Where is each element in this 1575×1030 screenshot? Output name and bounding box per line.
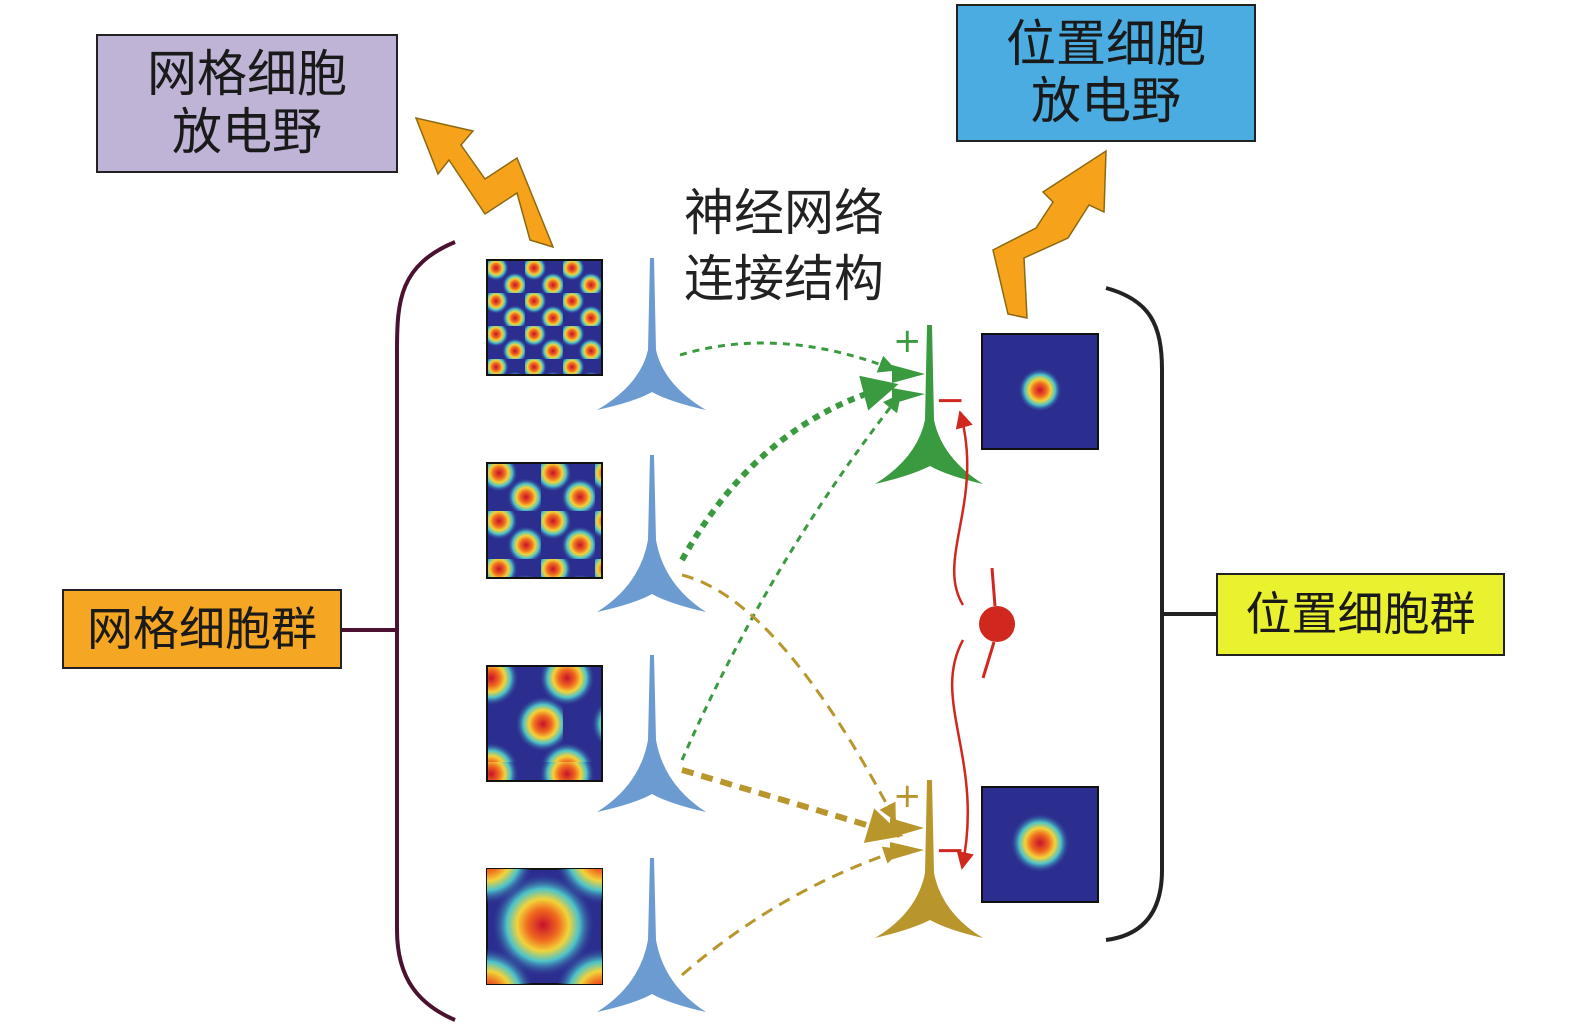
grid-cell-population-label: 网格细胞群 <box>62 589 342 669</box>
grid-neurons <box>597 258 706 1012</box>
grid-field-arrow <box>414 116 555 249</box>
green-connections <box>679 341 902 761</box>
place-population-bracket <box>1105 286 1164 942</box>
top-plus-sign: + <box>893 321 922 361</box>
place-map-top <box>981 333 1099 450</box>
place-neuron-top <box>875 325 983 484</box>
place-population-text: 位置细胞群 <box>1245 587 1476 642</box>
grid-population-bracket <box>395 240 456 1022</box>
green-connection-1 <box>679 341 897 373</box>
inhibition-to-bottom <box>950 639 974 870</box>
place-field-line2: 放电野 <box>1031 72 1181 130</box>
place-neuron-bottom <box>875 780 983 938</box>
grid-neuron-3 <box>597 655 706 812</box>
place-map-bottom <box>981 786 1099 903</box>
grid-map-1 <box>486 259 603 376</box>
grid-map-3 <box>486 665 603 782</box>
gold-connection-3 <box>681 846 902 977</box>
bottom-minus-sign: − <box>935 830 965 871</box>
place-neuron-top-synapses <box>892 365 925 404</box>
place-cell-population-label: 位置细胞群 <box>1216 573 1505 656</box>
place-neuron-bottom-synapses <box>890 818 924 860</box>
place-field-line1: 位置细胞 <box>1006 14 1206 73</box>
caption-line1: 神经网络 <box>684 184 884 242</box>
gold-connection-1 <box>681 573 897 822</box>
gold-connections <box>681 573 904 977</box>
inhibitory-interneuron <box>979 567 1015 679</box>
place-cell-firing-field-label: 位置细胞 放电野 <box>956 4 1256 142</box>
grid-map-2 <box>486 462 603 579</box>
grid-map-4 <box>486 868 603 985</box>
bottom-plus-sign: + <box>893 776 922 816</box>
grid-population-text: 网格细胞群 <box>87 601 317 656</box>
grid-cell-firing-field-label: 网格细胞 放电野 <box>96 34 398 173</box>
grid-neuron-1 <box>597 258 706 410</box>
network-connection-caption: 神经网络 连接结构 <box>684 180 884 312</box>
place-field-arrow <box>992 149 1107 319</box>
grid-field-line2: 放电野 <box>172 102 322 161</box>
green-connection-3 <box>680 393 902 761</box>
green-connection-2 <box>679 375 899 562</box>
grid-neuron-2 <box>597 455 706 612</box>
caption-line2: 连接结构 <box>684 250 884 308</box>
grid-field-line1: 网格细胞 <box>147 45 347 103</box>
gold-connection-2 <box>681 767 904 843</box>
inhibition-to-top <box>953 410 973 606</box>
grid-neuron-4 <box>597 858 706 1012</box>
